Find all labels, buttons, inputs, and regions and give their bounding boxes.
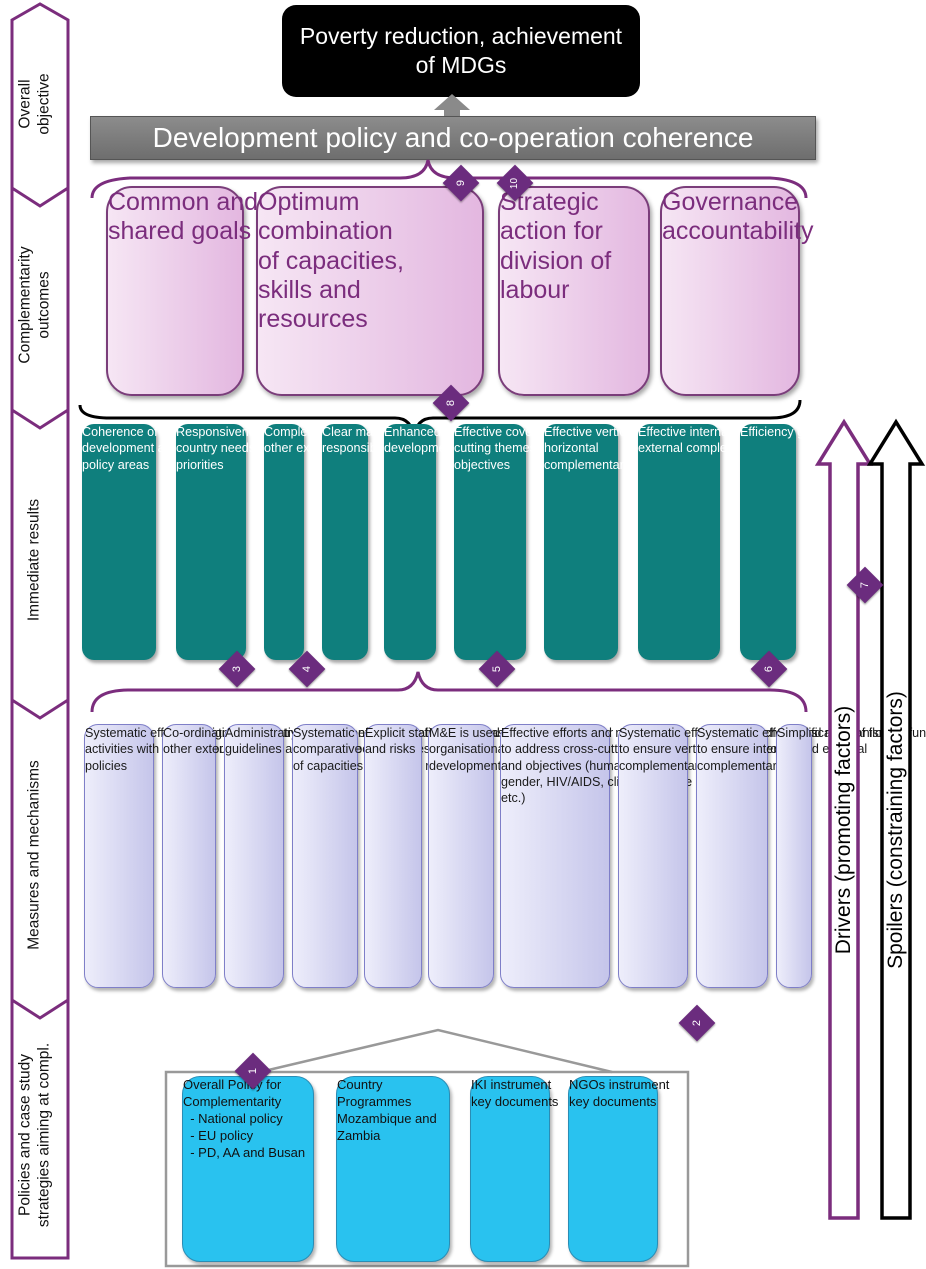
marker-7-label: 7 bbox=[859, 581, 871, 589]
result-clear-mandates: Clear mandates, roles andresponsibilitie… bbox=[322, 424, 470, 660]
marker-4-label: 4 bbox=[301, 665, 313, 673]
marker-3-label: 3 bbox=[231, 665, 243, 673]
result-efficiency-gains: Efficiency gains bbox=[740, 424, 827, 660]
measure-coordination-country: Co-ordination at country level withother… bbox=[162, 724, 353, 988]
spoilers-arrow bbox=[866, 418, 926, 1220]
marker-8-label: 8 bbox=[445, 399, 457, 407]
coherence-bar: Development policy and co-operation cohe… bbox=[90, 116, 816, 160]
marker-2-label: 2 bbox=[691, 1019, 703, 1027]
drivers-arrow bbox=[814, 418, 874, 1220]
result-crosscutting-coverage: Effective coverage of cross-cutting them… bbox=[454, 424, 609, 660]
up-arrow bbox=[434, 94, 470, 122]
marker-1-label: 1 bbox=[247, 1067, 259, 1075]
measure-administrative-instructions: Administrative instructions andguideline… bbox=[224, 724, 397, 988]
marker-6-label: 6 bbox=[763, 665, 775, 673]
measure-me-learning: M&E is used as a mechanism fororganisati… bbox=[428, 724, 613, 988]
marker-10-label: 10 bbox=[509, 177, 521, 189]
measure-comparative-advantages: Systematic efforts to definecomparative … bbox=[292, 724, 481, 988]
measure-explicit-statements: Explicit statements on assumptionsand ri… bbox=[364, 724, 562, 988]
marker-9-label: 9 bbox=[455, 179, 467, 187]
overall-objective-box: Poverty reduction, achievement of MDGs bbox=[282, 5, 640, 97]
measure-simplification-funds: Simplification of flow of funds bbox=[776, 724, 926, 988]
marker-5-label: 5 bbox=[491, 665, 503, 673]
